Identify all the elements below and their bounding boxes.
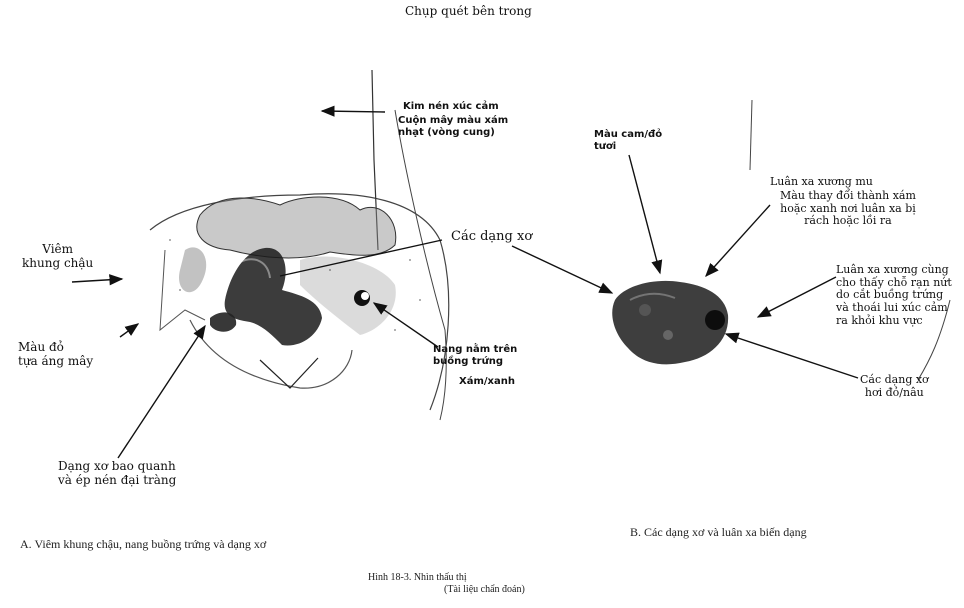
label-cac-dang-xo: Các dạng xơ bbox=[451, 229, 533, 244]
label-cac-dang-xo-nau: Các dạng xơ hơi đỏ/nâu bbox=[860, 373, 929, 399]
arrow-mau-cam bbox=[628, 154, 663, 275]
arrow-kim-nen bbox=[320, 105, 386, 117]
arrow-cac-dang-xo-nau bbox=[724, 332, 859, 379]
arrow-mau-do bbox=[119, 323, 140, 338]
arrow-luan-xa-cung bbox=[756, 276, 837, 318]
caption-panel-a: A. Viêm khung chậu, nang buồng trứng và … bbox=[20, 537, 267, 551]
label-mau-cam: Màu cam/đỏ tươi bbox=[594, 129, 663, 152]
label-nang-nam: Nang nằm trên buồng trứng bbox=[433, 344, 518, 367]
label-viem-khung-chau: Viêm khung chậu bbox=[22, 242, 94, 270]
arrow-cac-dang-xo-b bbox=[511, 245, 614, 294]
figure-caption-line1: Hình 18-3. Nhìn thấu thị bbox=[368, 572, 467, 583]
header-title: Chụp quét bên trong bbox=[405, 4, 532, 18]
label-kim-nen: Kim nén xúc cảm bbox=[403, 101, 499, 112]
line-cac-dang-xo bbox=[279, 239, 443, 277]
label-dang-xo-bao: Dạng xơ bao quanh và ép nén đại tràng bbox=[58, 459, 177, 487]
arrow-viem bbox=[71, 274, 124, 286]
label-mau-thay-doi: Màu thay đổi thành xám hoặc xanh nơi luâ… bbox=[780, 189, 916, 228]
annotation-arrows-b bbox=[511, 154, 859, 379]
annotation-arrows-a bbox=[71, 105, 443, 459]
figure-caption-line2: (Tài liệu chẩn đoán) bbox=[444, 584, 525, 595]
caption-panel-b: B. Các dạng xơ và luân xa biến dạng bbox=[630, 525, 807, 539]
label-cuon-may: Cuộn mây màu xám nhạt (vòng cung) bbox=[398, 115, 509, 138]
arrow-mau-thay-doi bbox=[705, 204, 771, 278]
label-luan-xa-cung: Luân xa xương cùng cho thấy chỗ rạn nứt … bbox=[836, 263, 952, 327]
arrow-dang-xo-bao bbox=[117, 324, 206, 459]
chakra-scan-illustration bbox=[612, 99, 951, 381]
label-luan-xa-mu: Luân xa xương mu bbox=[770, 175, 873, 188]
pelvis-scan-illustration bbox=[149, 69, 450, 421]
arrow-nang bbox=[372, 302, 439, 348]
label-xam-xanh: Xám/xanh bbox=[459, 376, 515, 387]
label-mau-do: Màu đỏ tựa áng mây bbox=[18, 340, 94, 368]
